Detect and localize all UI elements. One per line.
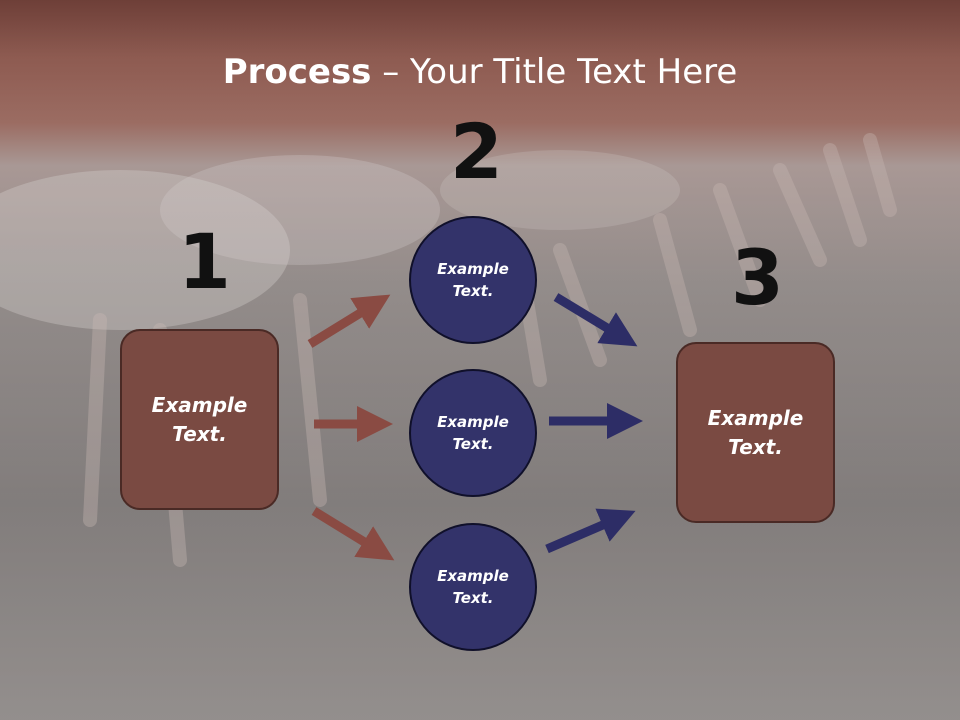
process-circle-bottom[interactable]: Example Text. <box>409 523 537 651</box>
title-bold: Process <box>222 52 372 92</box>
slide-title: Process – Your Title Text Here <box>0 52 960 92</box>
circle-middle-line1: Example <box>437 412 509 431</box>
title-rest: – Your Title Text Here <box>371 52 738 92</box>
circle-middle-line2: Text. <box>452 435 494 453</box>
circle-top-line2: Text. <box>452 282 494 300</box>
right-box-line2: Text. <box>728 434 783 459</box>
circle-top-line1: Example <box>437 259 509 278</box>
arrow-top-to-right <box>553 293 638 347</box>
arrow-left-to-top <box>307 294 391 348</box>
left-process-box[interactable]: Example Text. <box>120 329 279 510</box>
step-number-2: 2 <box>450 107 503 196</box>
right-box-line1: Example <box>707 405 804 430</box>
arrow-left-to-bottom <box>311 507 395 561</box>
circle-bottom-line1: Example <box>437 566 509 585</box>
left-box-line2: Text. <box>172 421 227 446</box>
process-circle-middle[interactable]: Example Text. <box>409 369 537 497</box>
circle-bottom-line2: Text. <box>452 589 494 607</box>
process-circle-top[interactable]: Example Text. <box>409 216 537 344</box>
left-box-line1: Example <box>151 392 248 417</box>
right-process-box[interactable]: Example Text. <box>676 342 835 523</box>
arrow-bottom-to-right <box>545 508 636 554</box>
step-number-3: 3 <box>731 233 784 322</box>
step-number-1: 1 <box>178 217 231 306</box>
